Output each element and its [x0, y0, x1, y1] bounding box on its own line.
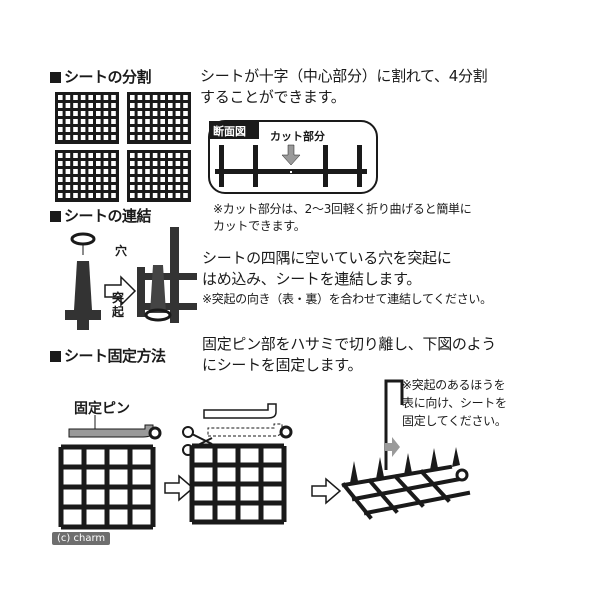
- cut-part-label: カット部分: [270, 130, 325, 143]
- pin-step2-illustration: [182, 403, 293, 525]
- cross-section-illustration: [208, 120, 378, 194]
- section3-description: 固定ピン部をハサミで切り離し、下図のよう にシートを固定します。: [202, 335, 497, 374]
- pin-step1-illustration: [58, 415, 162, 530]
- cross-section-label: 断面図: [213, 125, 246, 138]
- sheet-connection-illustration: [65, 227, 197, 330]
- pin-step3-illustration: [341, 379, 471, 520]
- bullet-square-icon: [50, 351, 61, 362]
- section2-description: シートの四隅に空いている穴を突起に はめ込み、シートを連結します。: [202, 249, 452, 288]
- hole-label: 穴: [115, 244, 128, 258]
- section1-heading: シートの分割: [50, 66, 152, 87]
- section2-heading: シートの連結: [50, 205, 152, 226]
- sheet-split-illustration: [55, 92, 191, 202]
- section1-note: ※カット部分は、2〜3回軽く折り曲げると簡単に カットできます。: [213, 202, 472, 233]
- arrow-right-icon: [311, 477, 342, 505]
- section1-description: シートが十字（中心部分）に割れて、4分割 することができます。: [200, 67, 488, 106]
- section3-note: ※突起のあるほうを 表に向け、シートを 固定してください。: [402, 378, 507, 428]
- bullet-square-icon: [50, 72, 61, 83]
- copyright-label: (c) charm: [52, 532, 111, 545]
- arrow-right-icon: [164, 474, 195, 502]
- bullet-square-icon: [50, 211, 61, 222]
- protrusion-label: 突起: [112, 291, 125, 319]
- section3-heading: シート固定方法: [50, 345, 166, 366]
- pin-label: 固定ピン: [74, 401, 130, 417]
- section2-note: ※突起の向き（表・裏）を合わせて連結してください。: [202, 292, 492, 306]
